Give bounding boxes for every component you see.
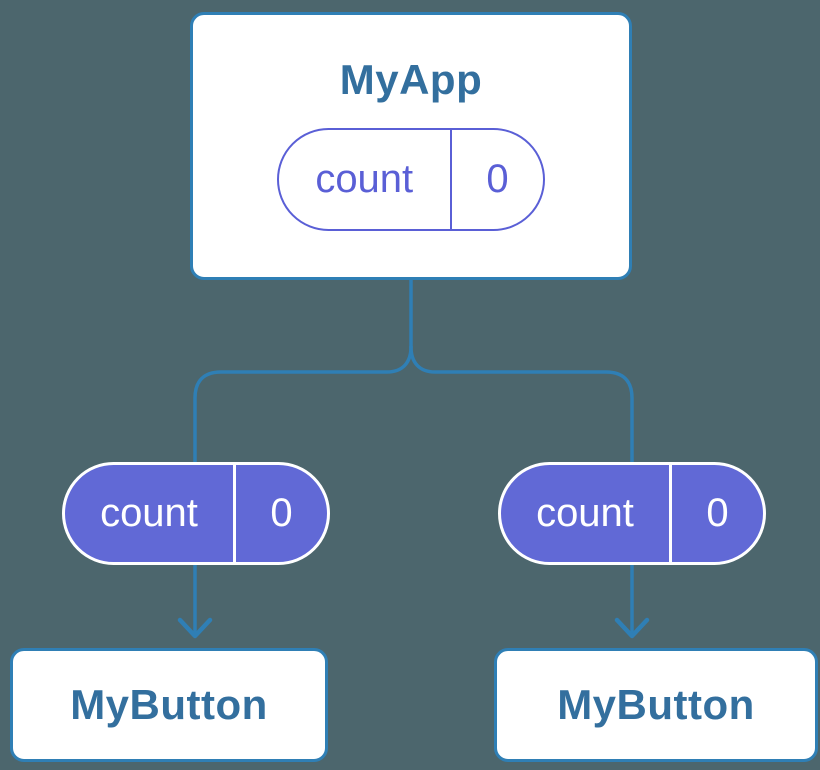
state-pill-value: 0 — [486, 157, 509, 201]
connector-branch-right — [409, 345, 634, 638]
prop-pill-value: 0 — [270, 491, 293, 535]
node-mybutton-right-title: MyButton — [557, 681, 755, 728]
myapp-state-pill: count 0 — [277, 128, 545, 231]
arrow-down-icon — [177, 617, 213, 639]
node-mybutton-left-title: MyButton — [70, 681, 268, 728]
mybutton-right-prop-pill: count 0 — [498, 462, 766, 565]
pill-divider — [449, 130, 452, 229]
connector-branch-left — [193, 345, 413, 638]
node-myapp-title: MyApp — [339, 56, 483, 103]
arrow-down-icon — [614, 617, 650, 639]
state-pill-name: count — [315, 157, 414, 201]
pill-divider — [233, 465, 236, 562]
mybutton-left-prop-pill: count 0 — [62, 462, 330, 565]
node-mybutton-right: MyButton — [494, 648, 818, 762]
prop-pill-name: count — [536, 491, 634, 535]
pill-divider — [669, 465, 672, 562]
prop-pill-name: count — [100, 491, 198, 535]
node-mybutton-left: MyButton — [10, 648, 328, 762]
prop-pill-value: 0 — [706, 491, 729, 535]
